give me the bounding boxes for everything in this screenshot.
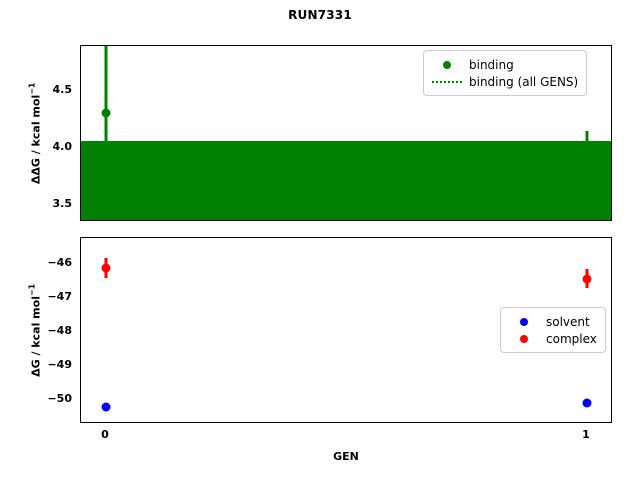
- legend-marker-dot-icon-complex: [507, 334, 541, 343]
- complex-marker-gen0: [101, 263, 111, 273]
- legend-bottom: solvent complex: [500, 307, 606, 353]
- complex-marker-gen1: [582, 274, 592, 284]
- y-tick-label-bottom-3: −49: [47, 358, 72, 371]
- y-tick-label-bottom-1: −47: [47, 290, 72, 303]
- legend-label-complex: complex: [546, 331, 597, 346]
- y-tick-label-top-1: 4.0: [52, 140, 73, 153]
- legend-dotted-line-icon: [430, 80, 464, 83]
- legend-marker-dot-icon-solvent: [507, 317, 541, 326]
- legend-marker-dot-icon: [430, 60, 464, 69]
- y-tick-label-top-0: 4.5: [52, 83, 73, 96]
- binding-marker-gen1: [582, 169, 592, 179]
- y-axis-label-top-exponent: −1: [27, 82, 37, 95]
- legend-item-solvent[interactable]: solvent: [507, 313, 597, 330]
- binding-all-gens-band: [81, 141, 611, 220]
- x-tick-bottom-gen0: [106, 422, 107, 423]
- x-tick-top-gen0: [106, 220, 107, 221]
- x-tick-top-gen1: [587, 220, 588, 221]
- binding-errorbar-gen0: [104, 46, 108, 220]
- solvent-marker-gen1: [582, 398, 592, 408]
- y-tick-label-bottom-2: −48: [47, 324, 72, 337]
- y-tick-bottom-m47: [80, 298, 81, 299]
- binding-marker-gen0: [101, 108, 111, 118]
- legend-item-complex[interactable]: complex: [507, 330, 597, 347]
- y-tick-bottom-m50: [80, 400, 81, 401]
- figure-title: RUN7331: [288, 8, 352, 22]
- legend-label-binding-all-gens: binding (all GENS): [469, 74, 579, 89]
- x-tick-bottom-gen1: [587, 422, 588, 423]
- x-axis-label: GEN: [333, 450, 359, 463]
- plot-area-top: [81, 46, 611, 220]
- x-tick-label-gen0: 0: [101, 428, 109, 441]
- y-tick-bottom-m49: [80, 366, 81, 367]
- y-tick-label-top-2: 3.5: [52, 197, 73, 210]
- y-tick-top-4p5: [80, 90, 81, 91]
- y-tick-bottom-m48: [80, 332, 81, 333]
- plot-area-bottom: [81, 238, 611, 422]
- legend-item-binding-all-gens[interactable]: binding (all GENS): [430, 73, 578, 90]
- y-tick-label-bottom-0: −46: [47, 256, 72, 269]
- legend-label-binding: binding: [469, 57, 514, 72]
- legend-item-binding[interactable]: binding: [430, 56, 578, 73]
- y-tick-bottom-m46: [80, 264, 81, 265]
- y-tick-label-bottom-4: −50: [47, 392, 72, 405]
- solvent-marker-gen0: [101, 402, 111, 412]
- legend-top: binding binding (all GENS): [423, 50, 588, 96]
- y-axis-label-top: ΔΔG / kcal mol−1: [28, 58, 43, 208]
- x-tick-label-gen1: 1: [582, 428, 590, 441]
- legend-label-solvent: solvent: [546, 314, 590, 329]
